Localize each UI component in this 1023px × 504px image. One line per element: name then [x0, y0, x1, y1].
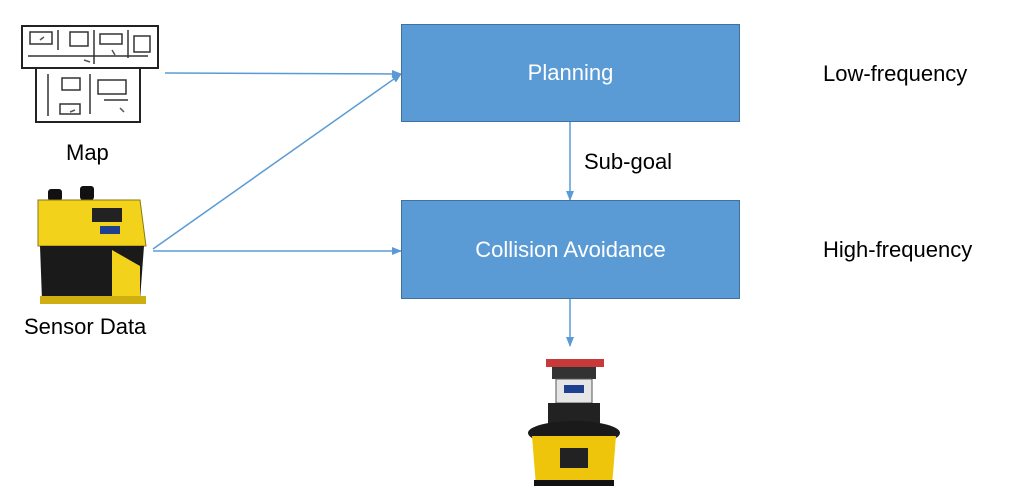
sensor-data-label: Sensor Data [24, 314, 147, 339]
mobile-robot-icon [528, 359, 620, 486]
map-to-planning-arrow [164, 69, 402, 78]
low-frequency-annotation: Low-frequency [823, 61, 968, 86]
subgoal-edge-label: Sub-goal [584, 149, 673, 174]
laser-scanner-icon [37, 186, 147, 304]
sensor-to-planning-arrow [152, 73, 402, 250]
planning-box: Planning [401, 24, 740, 122]
map-label: Map [66, 140, 109, 165]
floor-plan-map-icon [21, 25, 159, 123]
collision-avoidance-box: Collision Avoidance [401, 200, 740, 299]
high-frequency-annotation: High-frequency [823, 237, 973, 262]
